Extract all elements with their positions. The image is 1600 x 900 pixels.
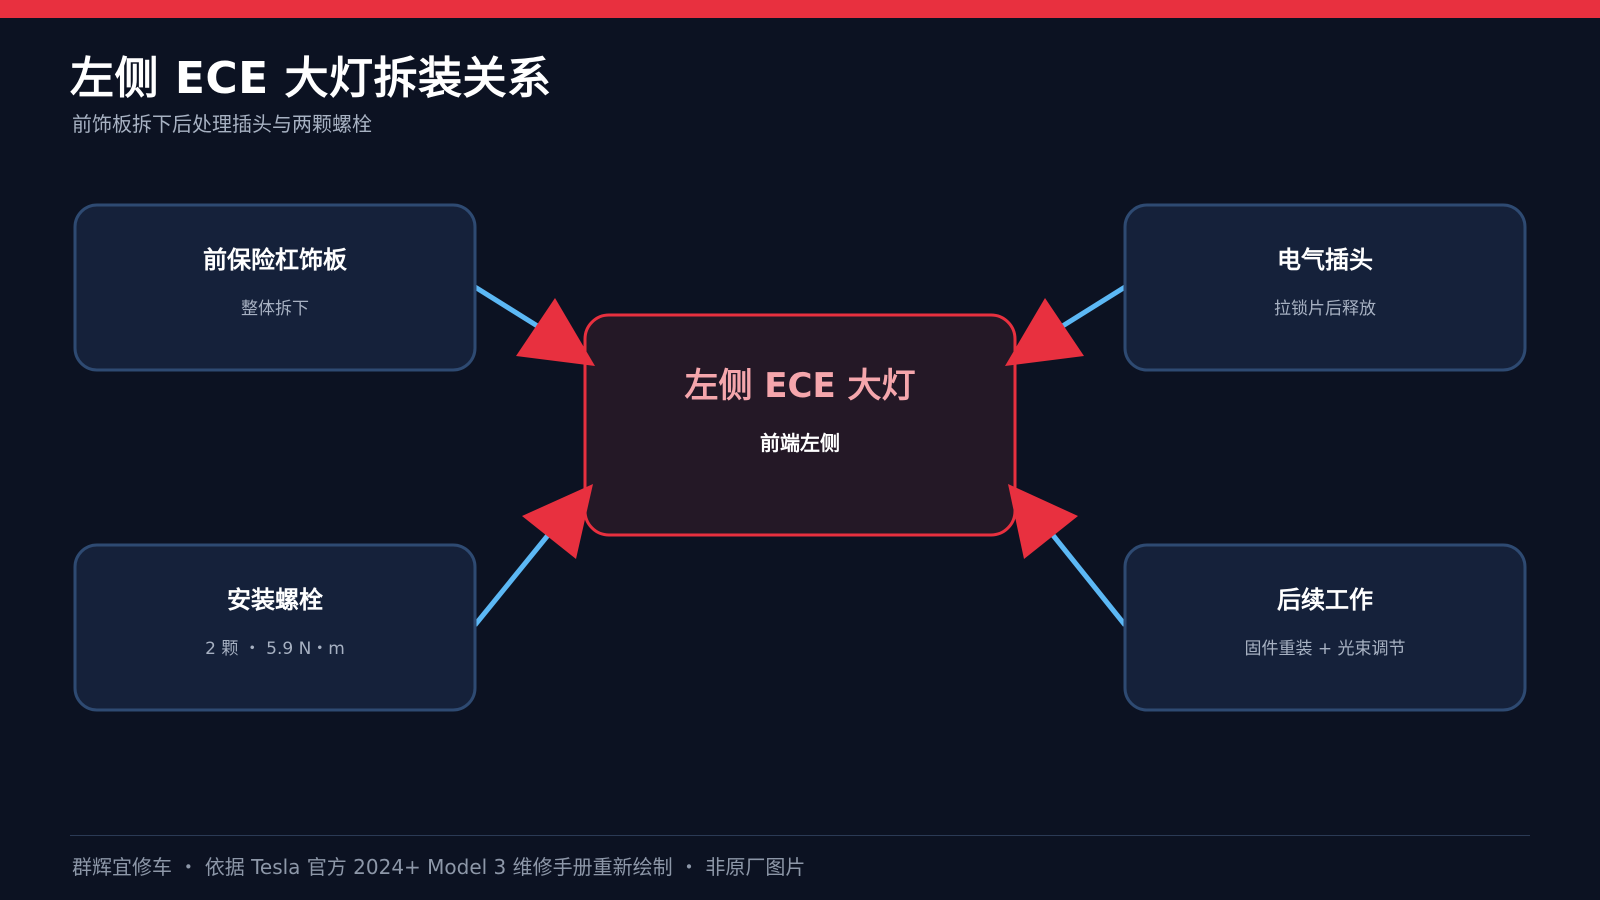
node-subtitle: 整体拆下 bbox=[241, 299, 309, 319]
arrowhead-top-right bbox=[1005, 298, 1084, 366]
node-bumper-trim: 前保险杠饰板 整体拆下 bbox=[73, 203, 477, 372]
page-subtitle: 前饰板拆下后处理插头与两颗螺栓 bbox=[72, 112, 372, 136]
connector-followup-to-headlight bbox=[1046, 527, 1127, 627]
arrowhead-bottom-left bbox=[522, 484, 593, 559]
center-node-headlight: 左侧 ECE 大灯 前端左侧 bbox=[583, 313, 1017, 537]
center-node-subtitle: 前端左侧 bbox=[760, 431, 840, 455]
connector-plug-to-headlight bbox=[1059, 284, 1127, 330]
connectors bbox=[473, 284, 1127, 627]
arrowhead-top-left bbox=[516, 298, 595, 366]
arrowhead-bottom-right bbox=[1008, 484, 1078, 559]
top-accent-bar bbox=[0, 0, 1600, 18]
page-title: 左侧 ECE 大灯拆装关系 bbox=[70, 53, 552, 104]
node-subtitle: 拉锁片后释放 bbox=[1274, 299, 1376, 319]
node-title: 安装螺栓 bbox=[227, 586, 323, 614]
node-subtitle: 固件重装 + 光束调节 bbox=[1244, 639, 1405, 659]
node-title: 后续工作 bbox=[1277, 586, 1373, 614]
arrowheads bbox=[516, 298, 1084, 559]
connector-bolts-to-headlight bbox=[473, 527, 555, 627]
footer-credit: 群辉宜修车 ・ 依据 Tesla 官方 2024+ Model 3 维修手册重新… bbox=[72, 855, 806, 879]
node-title: 电气插头 bbox=[1277, 246, 1373, 274]
node-mounting-bolts: 安装螺栓 2 颗 ・ 5.9 N・m bbox=[73, 543, 477, 712]
center-node-title: 左侧 ECE 大灯 bbox=[684, 366, 915, 406]
node-subtitle: 2 颗 ・ 5.9 N・m bbox=[205, 639, 345, 659]
connector-bumper-to-headlight bbox=[473, 284, 541, 330]
node-title: 前保险杠饰板 bbox=[203, 246, 348, 274]
node-follow-up-work: 后续工作 固件重装 + 光束调节 bbox=[1123, 543, 1527, 712]
node-electrical-plug: 电气插头 拉锁片后释放 bbox=[1123, 203, 1527, 372]
footer-divider bbox=[70, 835, 1530, 836]
